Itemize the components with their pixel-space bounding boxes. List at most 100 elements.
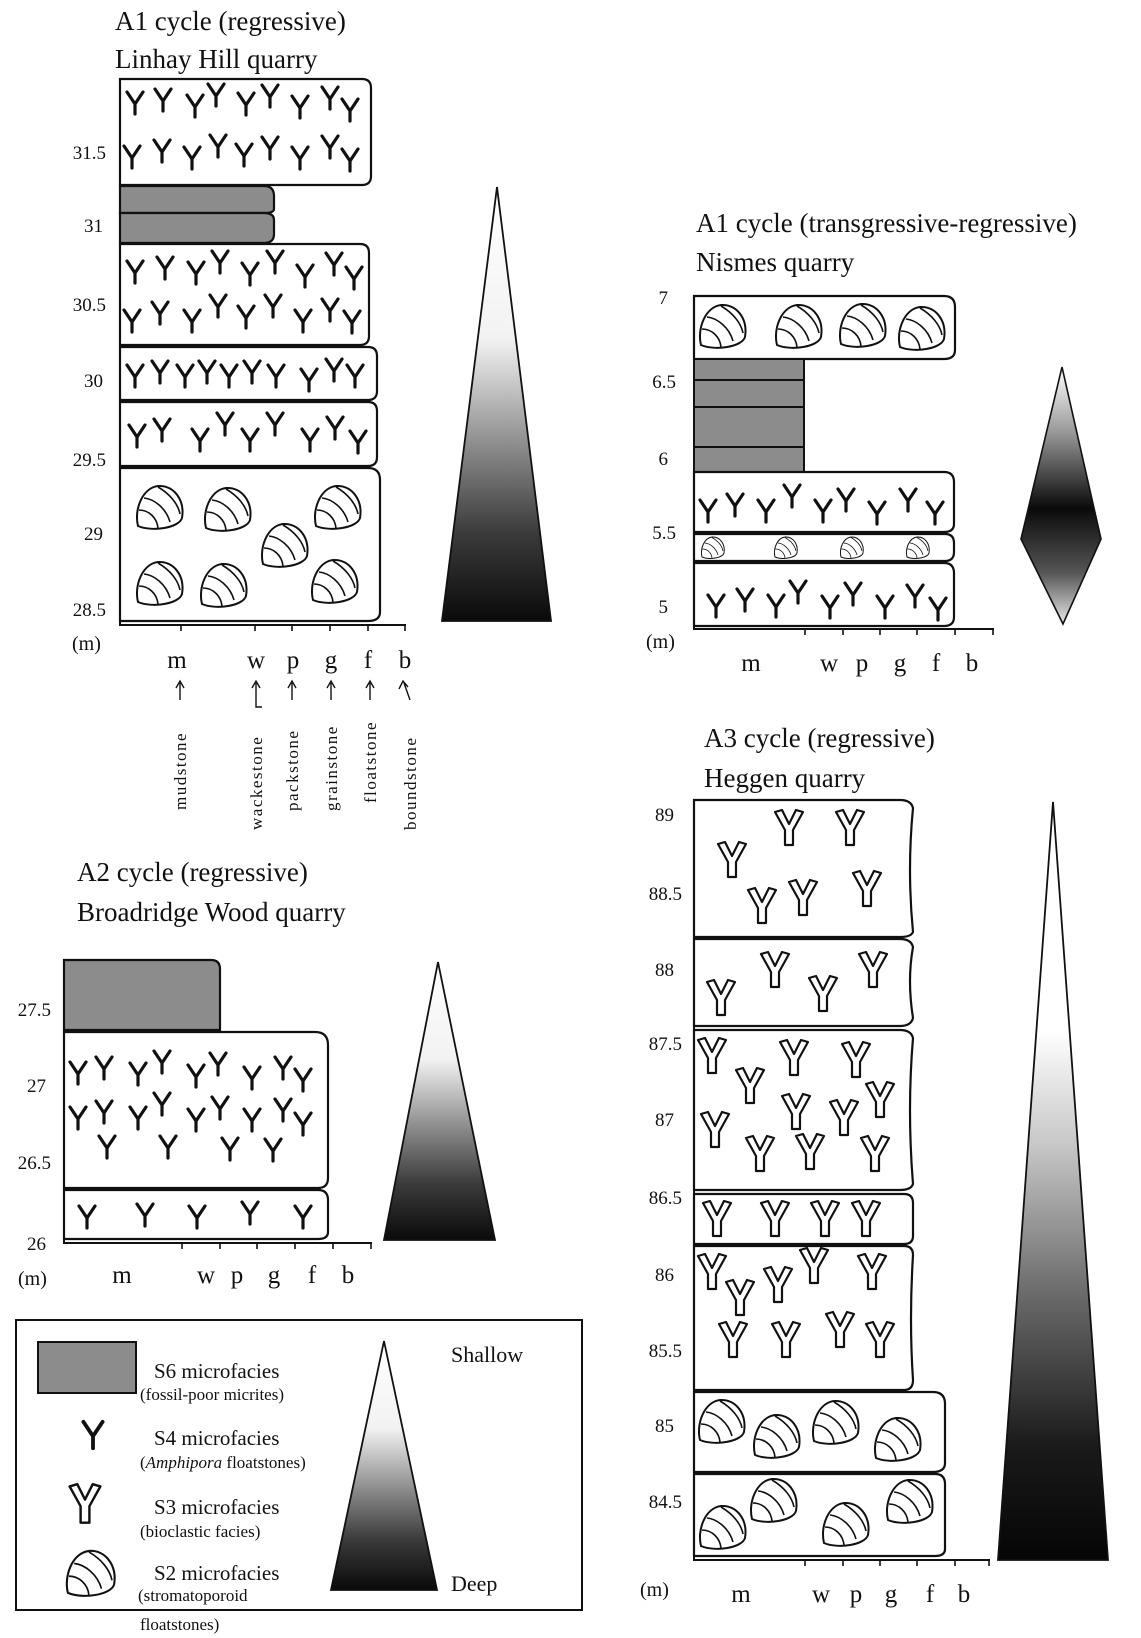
bed-s4: [64, 1190, 328, 1239]
texture-name: wackestone: [247, 736, 266, 830]
bed-s4: [120, 79, 371, 185]
x-tick-label: g: [894, 650, 907, 677]
bed-s6: [64, 960, 220, 1030]
panel-subtitle: Heggen quarry: [704, 763, 866, 793]
units-label: (m): [640, 1579, 669, 1601]
legend: S6 microfacies (fossil-poor micrites) S4…: [16, 1320, 582, 1634]
bed-s3: [694, 1030, 913, 1190]
legend-label: S3 microfacies: [154, 1495, 279, 1519]
x-tick-label: p: [231, 1262, 244, 1289]
y-tick-label: 6.5: [652, 372, 676, 393]
y-tick-label: 31: [84, 216, 103, 237]
bed-s3: [694, 939, 913, 1026]
panel-a3-heggen: A3 cycle (regressive) Heggen quarry: [640, 723, 1108, 1608]
bed-s4: [64, 1032, 328, 1188]
y-tick-label: 29.5: [73, 450, 106, 471]
legend-desc: (Amphipora floatstones): [140, 1453, 306, 1472]
y-tick-label: 5.5: [652, 523, 676, 544]
x-tick-label: g: [885, 1581, 898, 1608]
legend-label: S4 microfacies: [154, 1426, 279, 1450]
x-tick-label: f: [932, 650, 941, 677]
panel-title: A3 cycle (regressive): [704, 723, 935, 753]
y-tick-label: 27.5: [18, 1000, 51, 1021]
bed-s2: [694, 296, 955, 359]
y-tick-labels: 31.5 31 30.5 30 29.5 29 28.5: [73, 143, 106, 621]
texture-name: boundstone: [401, 737, 420, 830]
x-tick-label: m: [112, 1262, 132, 1289]
panel-title: A1 cycle (regressive): [115, 6, 346, 36]
x-tick-label: g: [325, 647, 338, 674]
x-axis-texture-labels: m w p g f b: [167, 647, 411, 674]
y-tick-label: 7: [659, 288, 669, 309]
x-tick-label: p: [287, 647, 300, 674]
texture-name-arrows: [176, 681, 410, 707]
panel-subtitle: Nismes quarry: [696, 247, 855, 277]
units-label: (m): [72, 633, 101, 655]
bed-s4: [120, 402, 377, 466]
y-tick-label: 87.5: [649, 1034, 682, 1055]
texture-name: grainstone: [322, 725, 341, 811]
y-tick-label: 27: [27, 1076, 46, 1097]
x-tick-label: g: [268, 1262, 281, 1289]
bed-s3: [694, 1246, 913, 1390]
y-tick-labels: 89 88.5 88 87.5 87 86.5 86 85.5 85 84.5: [649, 805, 682, 1513]
y-tick-label: 30.5: [73, 295, 106, 316]
panel-subtitle: Linhay Hill quarry: [115, 44, 318, 74]
y-tick-label: 88.5: [649, 884, 682, 905]
y-tick-label: 86: [655, 1265, 674, 1286]
depth-trend-triangle: [384, 962, 495, 1240]
panel-a2-broadridge-wood: A2 cycle (regressive) Broadridge Wood qu…: [18, 857, 495, 1290]
bed-s3: [694, 800, 913, 937]
bed-s4: [120, 347, 377, 400]
x-tick-label: f: [308, 1262, 317, 1289]
legend-desc: (stromatoporoid: [138, 1586, 248, 1605]
x-tick-label: p: [856, 650, 869, 677]
y-tick-label: 26: [27, 1234, 46, 1255]
bed-s2: [120, 468, 380, 621]
x-tick-label: w: [812, 1581, 830, 1608]
bed-s2: [694, 1474, 945, 1556]
bed-s6: [694, 359, 804, 472]
panel-a1-nismes: A1 cycle (transgressive-regressive) Nism…: [646, 208, 1101, 677]
y-tick-label: 88: [655, 960, 674, 981]
bed-s6: [120, 186, 274, 243]
panel-subtitle: Broadridge Wood quarry: [77, 897, 346, 927]
x-tick-label: b: [966, 650, 979, 677]
texture-name: mudstone: [171, 732, 190, 810]
y-tick-label: 6: [659, 449, 669, 470]
y-tick-label: 86.5: [649, 1188, 682, 1209]
bed-s3: [694, 1194, 913, 1244]
y-tick-label: 30: [84, 371, 103, 392]
panel-a1-linhay-hill: A1 cycle (regressive) Linhay Hill quarry: [72, 6, 551, 830]
legend-desc: floatstones): [140, 1615, 219, 1634]
y-tick-labels: 7 6.5 6 5.5 5: [652, 288, 676, 618]
panel-title: A2 cycle (regressive): [77, 857, 308, 887]
y-tick-labels: 27.5 27 26.5 26: [18, 1000, 51, 1255]
y-tick-label: 85: [655, 1416, 674, 1437]
bed-s4: [694, 472, 954, 532]
panel-title: A1 cycle (transgressive-regressive): [696, 208, 1077, 238]
y-tick-label: 87: [655, 1110, 674, 1131]
x-axis-texture-labels: m w p g f b: [741, 650, 978, 677]
bed-s4: [120, 244, 369, 345]
x-tick-label: m: [167, 647, 187, 674]
x-axis-texture-labels: m w p g f b: [731, 1581, 970, 1608]
y-tick-label: 26.5: [18, 1153, 51, 1174]
x-tick-label: b: [342, 1262, 355, 1289]
x-tick-label: b: [399, 647, 412, 674]
bed-s4: [694, 563, 954, 626]
x-tick-label: m: [731, 1581, 751, 1608]
legend-label: S2 microfacies: [154, 1561, 279, 1585]
legend-desc: (bioclastic facies): [140, 1522, 260, 1541]
y-tick-label: 89: [655, 805, 674, 826]
y-tick-label: 29: [84, 524, 103, 545]
units-label: (m): [18, 1268, 47, 1290]
bed-s2: [694, 1392, 945, 1472]
x-tick-label: b: [958, 1581, 971, 1608]
y-tick-label: 5: [659, 597, 669, 618]
depth-trend-diamond: [1021, 367, 1101, 624]
depth-trend-triangle: [442, 187, 551, 621]
x-tick-label: w: [197, 1262, 215, 1289]
x-tick-label: p: [850, 1581, 863, 1608]
